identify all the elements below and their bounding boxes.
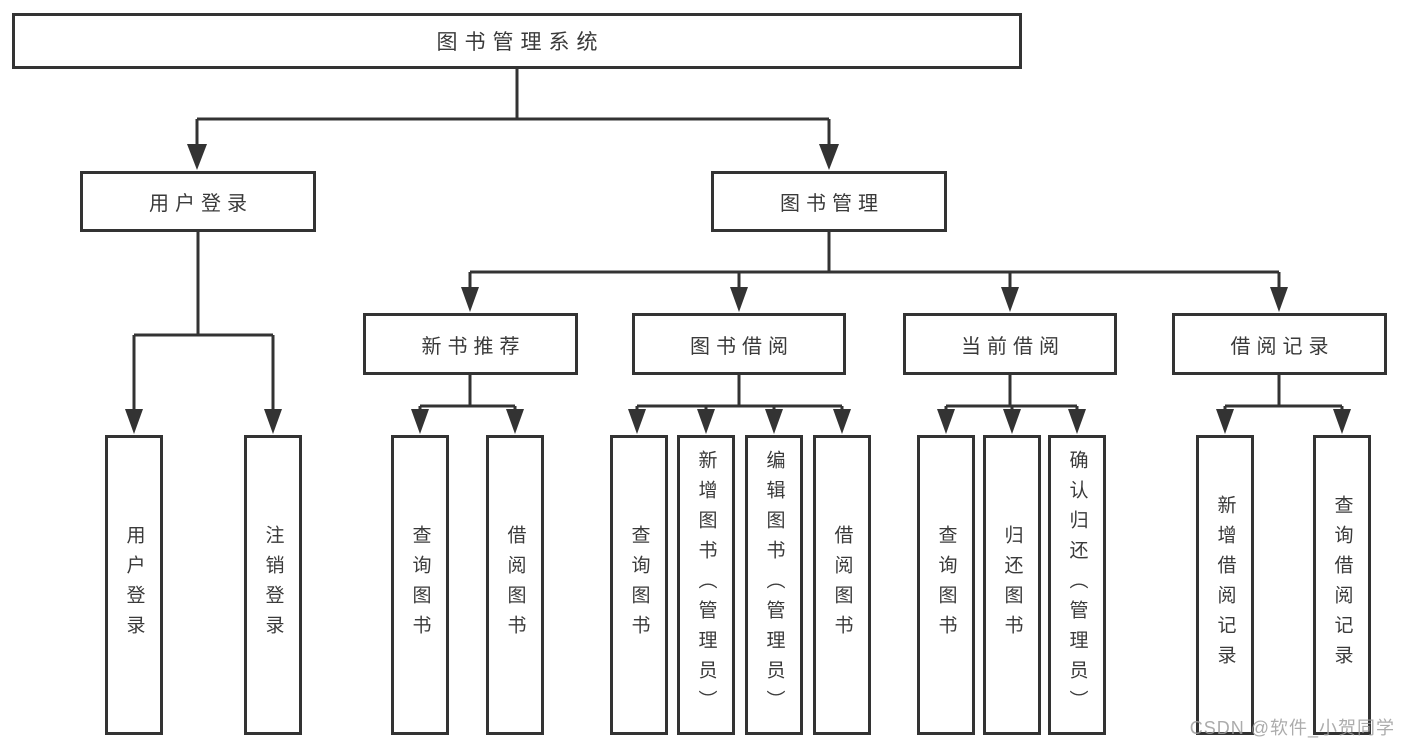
leaf-query-book-borrow: 查询图书	[610, 435, 668, 735]
leaf-add-borrow-record: 新增借阅记录	[1196, 435, 1254, 735]
leaf-confirm-return-admin: 确认归还（管理员）	[1048, 435, 1106, 735]
node-book-management: 图书管理	[711, 171, 947, 232]
node-book-management-label: 图书管理	[780, 193, 884, 215]
node-current-borrow-label: 当前借阅	[961, 335, 1065, 358]
leaf-borrow-book-recommend-label: 借阅图书	[504, 525, 526, 645]
leaf-query-borrow-record-label: 查询借阅记录	[1331, 495, 1353, 675]
leaf-query-book-recommend: 查询图书	[391, 435, 449, 735]
node-user-login: 用户登录	[80, 171, 316, 232]
node-book-borrow: 图书借阅	[632, 313, 846, 375]
leaf-return-book-label: 归还图书	[1001, 525, 1023, 645]
node-new-book-recommend-label: 新书推荐	[421, 335, 526, 358]
leaf-query-book-current: 查询图书	[917, 435, 975, 735]
leaf-borrow-book-label: 借阅图书	[831, 525, 853, 645]
leaf-logout-label: 注销登录	[262, 525, 284, 645]
leaf-add-book-admin-label: 新增图书（管理员）	[695, 450, 717, 720]
leaf-edit-book-admin-label: 编辑图书（管理员）	[763, 450, 785, 720]
leaf-add-book-admin: 新增图书（管理员）	[677, 435, 735, 735]
leaf-query-borrow-record: 查询借阅记录	[1313, 435, 1371, 735]
node-user-login-label: 用户登录	[149, 193, 253, 215]
csdn-watermark: CSDN @软件_小贺同学	[1189, 718, 1395, 738]
node-new-book-recommend: 新书推荐	[363, 313, 578, 375]
leaf-query-book-current-label: 查询图书	[935, 525, 957, 645]
leaf-edit-book-admin: 编辑图书（管理员）	[745, 435, 803, 735]
leaf-user-login: 用户登录	[105, 435, 163, 735]
leaf-query-book-borrow-label: 查询图书	[628, 525, 650, 645]
leaf-return-book: 归还图书	[983, 435, 1041, 735]
leaf-confirm-return-admin-label: 确认归还（管理员）	[1066, 450, 1088, 720]
leaf-logout: 注销登录	[244, 435, 302, 735]
node-current-borrow: 当前借阅	[903, 313, 1117, 375]
node-library-management-system-label: 图书管理系统	[436, 31, 605, 54]
leaf-borrow-book: 借阅图书	[813, 435, 871, 735]
leaf-borrow-book-recommend: 借阅图书	[486, 435, 544, 735]
node-borrow-record-label: 借阅记录	[1230, 335, 1335, 358]
node-book-borrow-label: 图书借阅	[690, 335, 794, 358]
leaf-add-borrow-record-label: 新增借阅记录	[1214, 495, 1236, 675]
node-library-management-system: 图书管理系统	[12, 13, 1022, 69]
leaf-query-book-recommend-label: 查询图书	[409, 525, 431, 645]
node-borrow-record: 借阅记录	[1172, 313, 1387, 375]
leaf-user-login-label: 用户登录	[123, 525, 145, 645]
